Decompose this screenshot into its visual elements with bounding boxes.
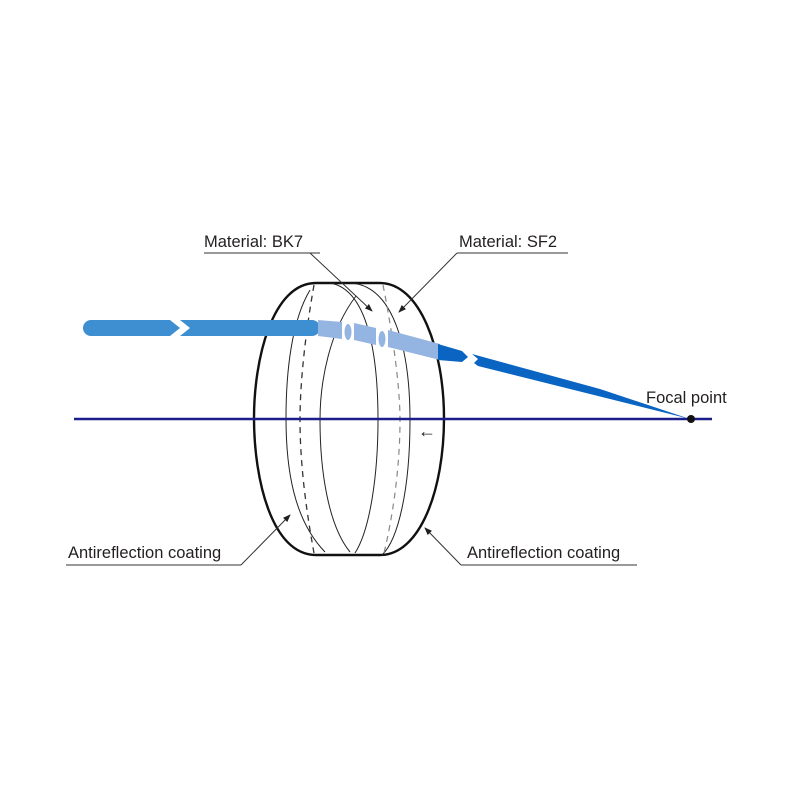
ray-inside-lens bbox=[318, 320, 440, 360]
label-material-sf2: Material: SF2 bbox=[459, 233, 557, 251]
label-ar-coating-left: Antireflection coating bbox=[68, 544, 221, 562]
callout-material-sf2: Material: SF2 bbox=[398, 233, 568, 313]
label-material-bk7: Material: BK7 bbox=[204, 233, 303, 251]
callout-material-bk7: Material: BK7 bbox=[204, 233, 373, 312]
label-ar-coating-right: Antireflection coating bbox=[467, 544, 620, 562]
callout-ar-coating-right: Antireflection coating bbox=[424, 527, 637, 566]
outgoing-ray bbox=[438, 344, 690, 419]
label-focal-point: Focal point bbox=[646, 389, 727, 407]
direction-arrow-icon: ← bbox=[418, 421, 436, 441]
callout-ar-coating-left: Antireflection coating bbox=[66, 514, 291, 566]
focal-point-dot bbox=[687, 415, 695, 423]
incoming-ray bbox=[83, 320, 320, 336]
